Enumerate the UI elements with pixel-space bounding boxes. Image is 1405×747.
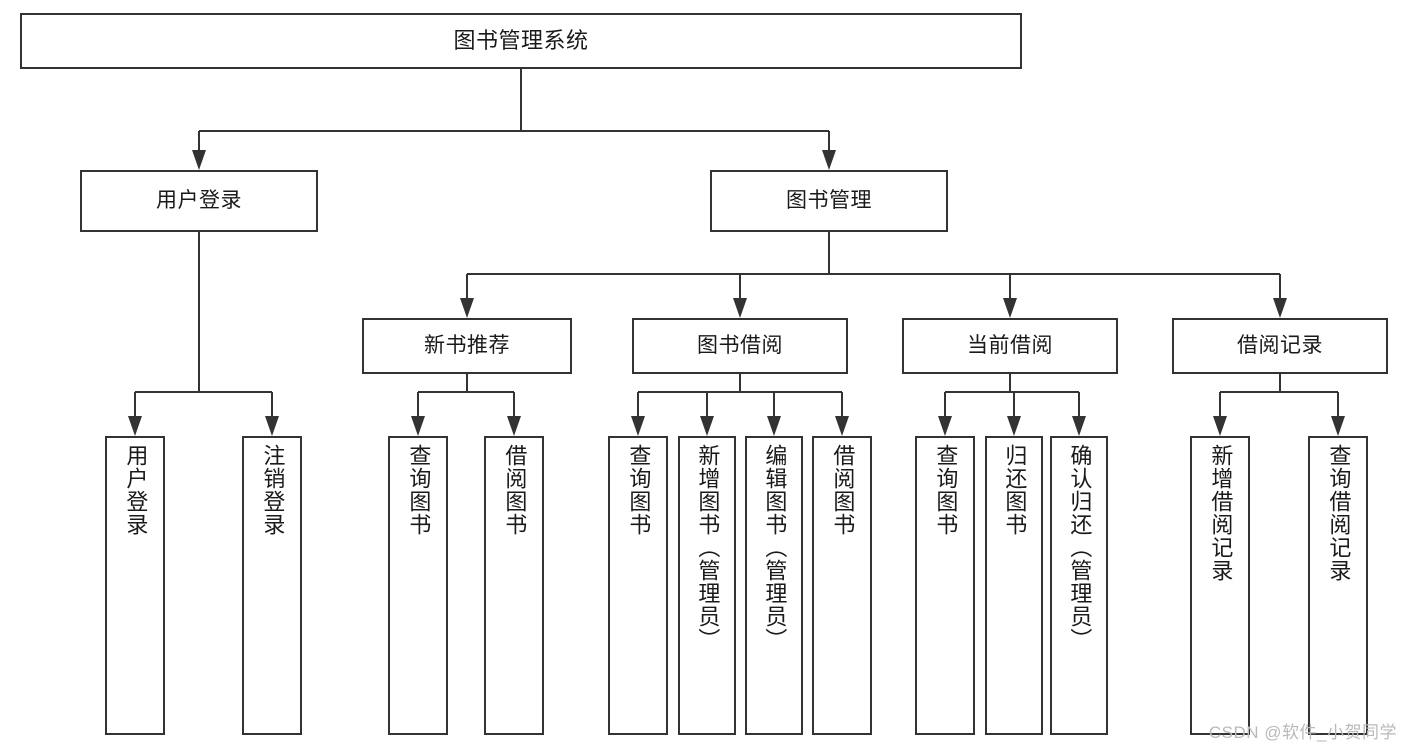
node-label: 图书借阅 <box>697 333 783 357</box>
node-label: 图书管理 <box>786 188 872 212</box>
node-label: 注销登录 <box>260 444 286 536</box>
node-label: 新增图书（管理员） <box>695 444 721 651</box>
node-new-book-recommend[interactable]: 新书推荐 <box>362 318 572 374</box>
node-leaf-return-book[interactable]: 归还图书 <box>985 436 1043 735</box>
node-leaf-borrow-book-2[interactable]: 借阅图书 <box>812 436 872 735</box>
node-label: 编辑图书（管理员） <box>762 444 788 651</box>
watermark-text: CSDN @软件_小贺同学 <box>1208 723 1397 742</box>
node-label: 查询图书 <box>626 444 652 536</box>
node-leaf-query-book-1[interactable]: 查询图书 <box>388 436 448 735</box>
node-label: 确认归还（管理员） <box>1067 444 1093 651</box>
node-leaf-confirm-return[interactable]: 确认归还（管理员） <box>1050 436 1108 735</box>
node-leaf-user-login[interactable]: 用户登录 <box>105 436 165 735</box>
node-label: 图书管理系统 <box>453 28 589 54</box>
node-leaf-borrow-book-1[interactable]: 借阅图书 <box>484 436 544 735</box>
node-current-borrow[interactable]: 当前借阅 <box>902 318 1118 374</box>
node-label: 新增借阅记录 <box>1208 444 1234 582</box>
node-borrow-record[interactable]: 借阅记录 <box>1172 318 1388 374</box>
node-leaf-logout[interactable]: 注销登录 <box>242 436 302 735</box>
node-label: 查询图书 <box>406 444 432 536</box>
node-leaf-query-book-2[interactable]: 查询图书 <box>608 436 668 735</box>
node-leaf-add-record[interactable]: 新增借阅记录 <box>1190 436 1250 735</box>
node-label: 当前借阅 <box>967 333 1053 357</box>
node-leaf-query-book-3[interactable]: 查询图书 <box>915 436 975 735</box>
node-label: 归还图书 <box>1002 444 1028 536</box>
node-leaf-edit-book[interactable]: 编辑图书（管理员） <box>745 436 803 735</box>
node-user-login[interactable]: 用户登录 <box>80 170 318 232</box>
node-label: 查询借阅记录 <box>1326 444 1352 582</box>
node-label: 新书推荐 <box>424 333 510 357</box>
node-label: 借阅图书 <box>502 444 528 536</box>
node-leaf-query-record[interactable]: 查询借阅记录 <box>1308 436 1368 735</box>
node-book-manage[interactable]: 图书管理 <box>710 170 948 232</box>
node-book-borrow[interactable]: 图书借阅 <box>632 318 848 374</box>
node-label: 用户登录 <box>156 188 242 212</box>
node-label: 查询图书 <box>933 444 959 536</box>
node-label: 借阅记录 <box>1237 333 1323 357</box>
node-label: 用户登录 <box>123 444 149 536</box>
node-label: 借阅图书 <box>830 444 856 536</box>
node-root[interactable]: 图书管理系统 <box>20 13 1022 69</box>
node-leaf-add-book[interactable]: 新增图书（管理员） <box>678 436 736 735</box>
